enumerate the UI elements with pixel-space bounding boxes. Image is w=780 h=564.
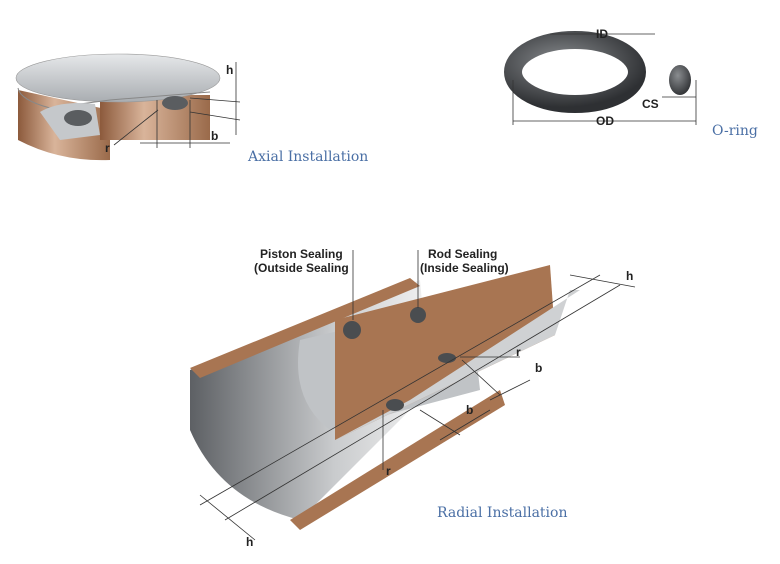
piston-sealing-label-line1: Piston Sealing [260, 247, 343, 261]
oring-od-label: OD [596, 114, 614, 128]
axial-h-label: h [226, 63, 233, 77]
rod-seal-oring [410, 307, 426, 323]
radial-r-lower-label: r [386, 464, 391, 478]
radial-h-top-label: h [626, 269, 633, 283]
oring-id-label: ID [596, 27, 608, 41]
axial-installation-figure: h b r Axial Installation [15, 53, 368, 165]
piston-sealing-label-line2: (Outside Sealing [254, 261, 349, 275]
oring-figure: ID OD CS O-ring [504, 27, 758, 139]
piston-groove-oring [386, 399, 404, 411]
oring-cross-section [669, 65, 691, 95]
radial-installation-caption: Radial Installation [437, 505, 567, 521]
radial-h-bottom-label: h [246, 535, 253, 549]
piston-seal-oring [343, 321, 361, 339]
radial-installation-figure: Piston Sealing (Outside Sealing Rod Seal… [190, 247, 636, 549]
axial-b-label: b [211, 129, 218, 143]
axial-r-label: r [105, 141, 110, 155]
axial-oring-groove [162, 96, 188, 110]
radial-b-lower-label: b [466, 403, 473, 417]
rod-groove-oring [438, 353, 456, 363]
rod-sealing-label-line2: (Inside Sealing) [420, 261, 509, 275]
oring-cs-label: CS [642, 97, 659, 111]
oring-caption: O-ring [712, 123, 758, 139]
axial-installation-caption: Axial Installation [247, 149, 368, 165]
radial-b-upper-label: b [535, 361, 542, 375]
rod-sealing-label-line1: Rod Sealing [428, 247, 497, 261]
axial-oring-section [64, 110, 92, 126]
radial-r-upper-label: r [516, 345, 521, 359]
